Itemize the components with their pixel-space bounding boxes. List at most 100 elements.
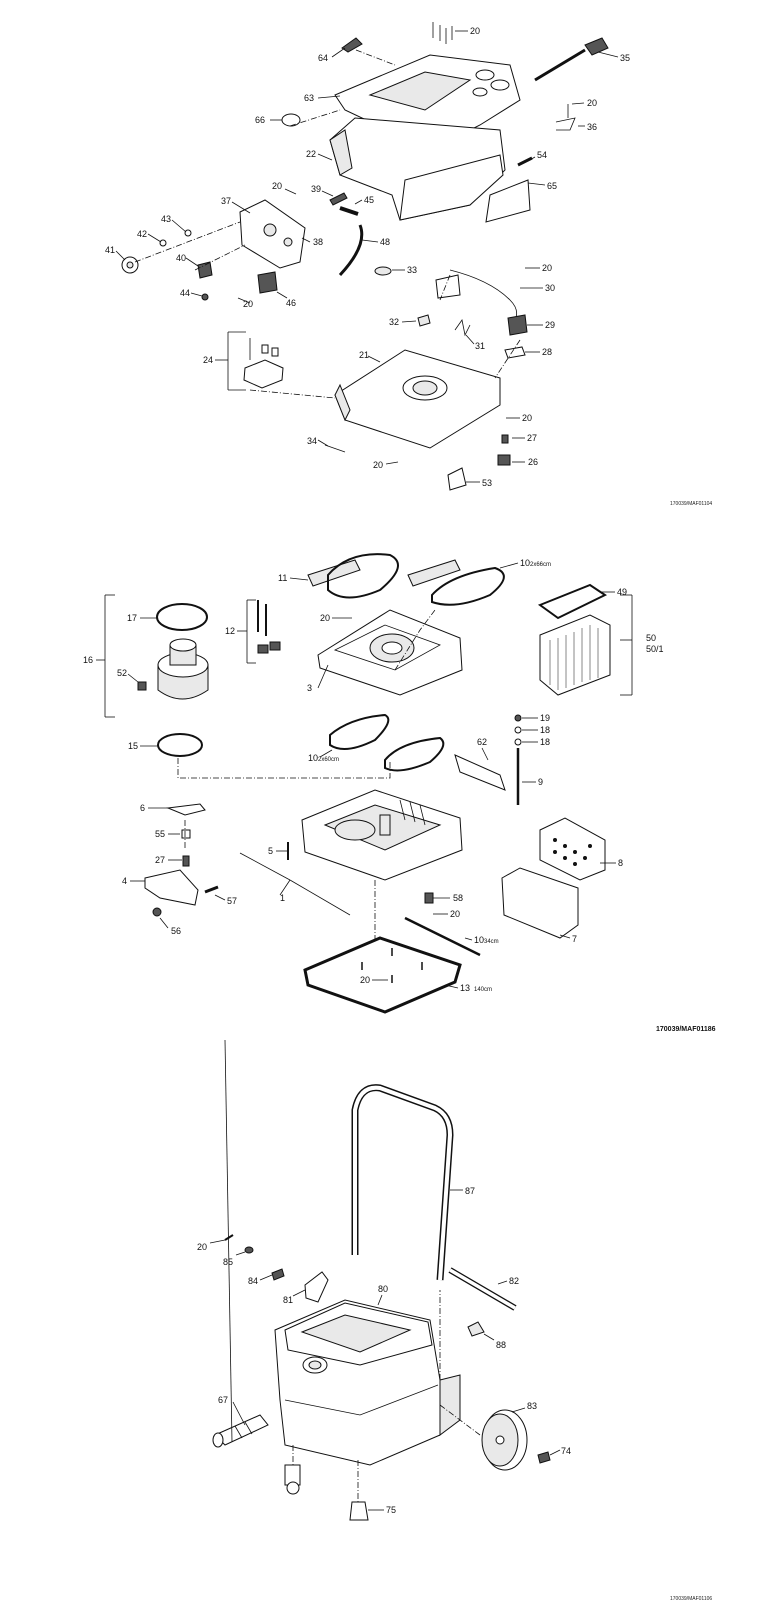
part-55 [181,829,191,839]
latch-part-4 [144,869,199,906]
leader-lines-mid [96,562,633,989]
drawing-code: 170039/MAF01106 [670,1596,712,1602]
part-label: 4 [122,876,127,886]
part-label: 17 [127,613,137,623]
part-label: 67 [218,1395,228,1405]
part-label: 56 [171,926,181,936]
part-label: 16 [83,655,93,665]
part-label: 10 [308,753,318,763]
tube-part-48 [338,224,364,277]
part-6 [166,803,206,816]
part-label: 53 [482,478,492,488]
part-label: 9 [538,777,543,787]
part-27 [182,855,190,867]
knob-part-41 [121,256,139,274]
wheel-part-83 [481,1409,528,1471]
box-part-7 [501,867,579,939]
basket-part-8 [539,817,606,881]
part-label: 20 [470,26,480,36]
handle-part-64 [341,37,363,53]
part-44 [201,293,209,301]
dash-lines-bottom [292,1290,481,1502]
part-45 [339,206,359,216]
part-label: 1 [280,893,285,903]
part-label: 40 [176,253,186,263]
part-label: 20 [373,460,383,470]
part-label: 20 [450,909,460,919]
size-label: 2x66cm [530,562,551,568]
part-label: 82 [509,1276,519,1286]
hose-part-67 [212,1040,269,1448]
gasket-part-10-d [384,736,445,772]
module-part-29 [507,314,528,336]
part-label: 26 [528,457,538,467]
bottom-assembly-drawing: 87 20 85 84 81 80 82 88 67 83 74 75 1700… [197,1040,712,1602]
screws-top [432,22,453,44]
part-57 [204,885,219,894]
part-18 [514,726,522,734]
part-label: 24 [203,355,213,365]
part-52 [137,681,147,691]
part-27 [501,434,509,444]
strip-part-10-e [404,916,481,957]
module-part-30 [435,274,461,299]
part-label: 36 [587,122,597,132]
part-label: 75 [386,1505,396,1515]
part-label: 20 [272,181,282,191]
part-32 [417,314,431,327]
middle-assembly-drawing: 11 10 2x66cm 20 12 16 17 52 3 15 10 2x60… [83,553,716,1033]
part-label: 57 [227,896,237,906]
part-label: 46 [286,298,296,308]
top-assembly-panel: 20 35 64 63 20 36 66 22 54 65 20 39 37 4… [0,0,760,520]
part-label: 27 [155,855,165,865]
part-label: 30 [545,283,555,293]
float-part-62 [454,754,506,791]
part-label: 11 [278,573,287,583]
part-label: 85 [223,1257,233,1267]
part-81 [304,1271,329,1303]
part-labels-top: 20 35 64 63 20 36 66 22 54 65 20 39 37 4… [105,26,630,488]
part-label: 43 [161,214,171,224]
strip-part-11 [307,559,361,587]
part-label: 87 [465,1186,475,1196]
plate-part-28 [504,346,526,359]
part-label: 21 [359,350,369,360]
gasket-part-10-b [431,566,505,606]
part-label: 10 [474,935,484,945]
part-88 [467,1321,485,1337]
size-label: 34cm [484,939,499,945]
part-label: 20 [320,613,330,623]
part-label: 20 [587,98,597,108]
part-label: 27 [527,433,537,443]
part-84 [271,1268,285,1281]
part-label: 8 [618,858,623,868]
part-label: 13 [460,983,470,993]
gasket-part-10-c [329,713,390,750]
part-label: 20 [243,299,253,309]
part-label: 52 [117,668,127,678]
part-12 [257,644,269,654]
part-58 [424,892,434,904]
part-label: 74 [561,1446,571,1456]
part-56 [152,907,162,917]
part-label: 12 [225,626,235,636]
part-label: 22 [306,149,316,159]
part-labels-mid: 11 10 2x66cm 20 12 16 17 52 3 15 10 2x60… [83,558,664,993]
part-label: 84 [248,1276,258,1286]
part-label: 45 [364,195,374,205]
drawing-code: 170039/MAF01186 [656,1026,716,1033]
pin-part-54 [517,156,533,167]
part-label: 20 [522,413,532,423]
part-43 [184,229,192,237]
part-label: 55 [155,829,165,839]
part-label: 18 [540,737,550,747]
part-label: 29 [545,320,555,330]
lid-part-3 [317,609,463,696]
filter-part-50 [537,583,611,696]
part-label: 66 [255,115,265,125]
part-label: 20 [197,1242,207,1252]
base-part-21 [334,349,501,449]
bottom-assembly-panel: 87 20 85 84 81 80 82 88 67 83 74 75 1700… [0,1040,760,1611]
part-74 [537,1451,551,1464]
bracket-part-24 [243,359,284,389]
